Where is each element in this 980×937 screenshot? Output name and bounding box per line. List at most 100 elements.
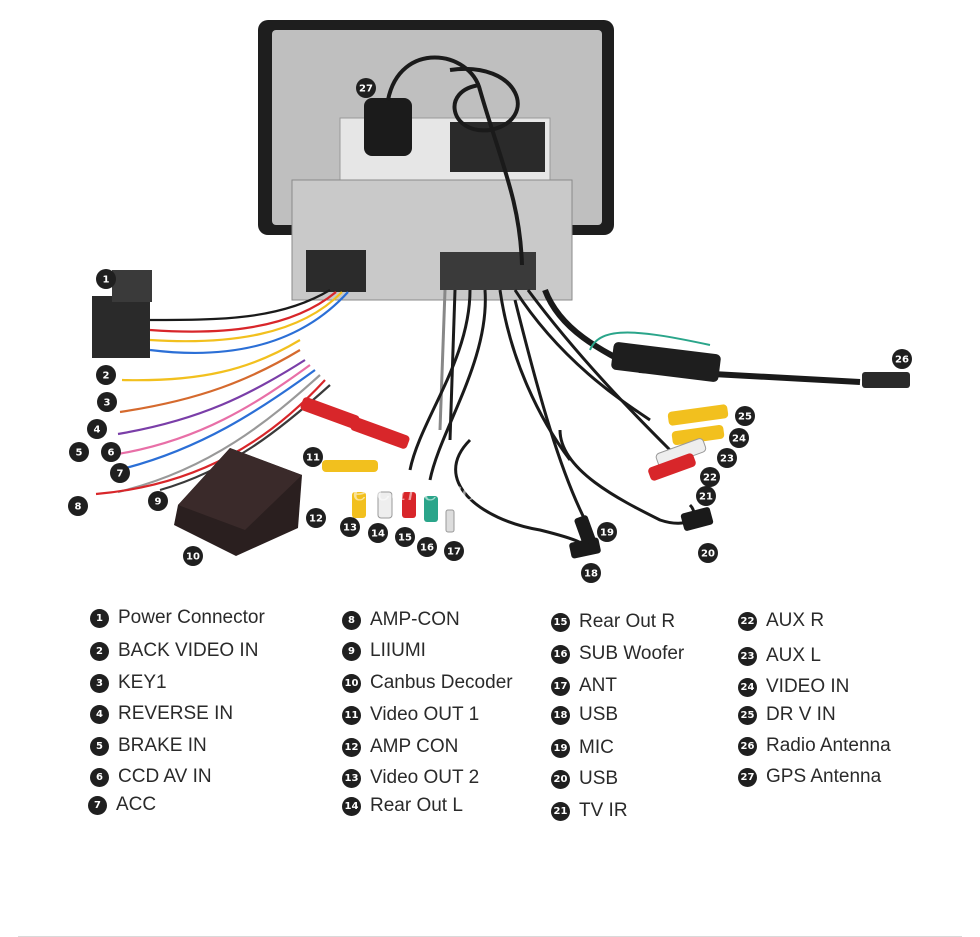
legend-label: AMP CON (370, 736, 459, 757)
legend-badge: 18 (551, 705, 570, 725)
rca-plugs-right (648, 404, 729, 481)
watermark: Seicane.com (335, 477, 502, 507)
diagram-marker-number: 19 (600, 528, 614, 539)
legend-badge: 2 (90, 641, 109, 661)
diagram-marker-number: 9 (155, 497, 162, 508)
diagram-marker-number: 11 (306, 453, 320, 464)
legend-badge: 6 (90, 767, 109, 787)
legend-label: Power Connector (118, 607, 265, 628)
diagram-marker-circle (306, 508, 326, 528)
legend-label: DR V IN (766, 704, 836, 725)
legend-item-8: 8 AMP-CON (342, 609, 460, 631)
diagram-marker-number: 12 (309, 514, 323, 525)
legend-badge: 26 (738, 736, 757, 756)
legend-badge: 23 (738, 646, 757, 666)
legend-badge: 3 (90, 673, 109, 693)
diagram-marker-number: 6 (108, 448, 115, 459)
legend-badge: 10 (342, 673, 361, 693)
diagram-marker-10: 10 (183, 546, 203, 566)
diagram-marker-number: 5 (76, 448, 83, 459)
legend-label: LIIUMI (370, 640, 426, 661)
diagram-marker-circle (110, 463, 130, 483)
diagram-marker-circle (696, 486, 716, 506)
diagram-marker-circle (87, 419, 107, 439)
diagram-marker-number: 13 (343, 523, 357, 534)
legend-badge: 15 (551, 612, 570, 632)
power-connector (92, 270, 152, 358)
diagram-marker-circle (356, 78, 376, 98)
diagram-marker-number: 14 (371, 529, 385, 540)
diagram-marker-13: 13 (340, 517, 360, 537)
legend-badge: 16 (551, 644, 570, 664)
power-connector-top (112, 270, 152, 302)
diagram-marker-27: 27 (356, 78, 376, 98)
legend-label: AUX L (766, 645, 821, 666)
legend-badge: 25 (738, 705, 757, 725)
diagram-marker-16: 16 (417, 537, 437, 557)
diagram-marker-19: 19 (597, 522, 617, 542)
rca-cables-center (408, 289, 672, 481)
legend-label: Canbus Decoder (370, 672, 513, 693)
diagram-marker-number: 26 (895, 355, 909, 366)
legend-badge: 8 (342, 610, 361, 630)
diagram-marker-circle (395, 527, 415, 547)
diagram-marker-8: 8 (68, 496, 88, 516)
diagram-marker-circle (183, 546, 203, 566)
radio-antenna-green-wire (589, 331, 711, 351)
diagram-marker-number: 22 (703, 473, 717, 484)
diagram-marker-circle (340, 517, 360, 537)
diagram-marker-4: 4 (87, 419, 107, 439)
legend-badge: 1 (90, 608, 109, 628)
legend-label: BRAKE IN (118, 735, 207, 756)
diagram-marker-number: 23 (720, 454, 734, 465)
diagram-marker-circle (581, 563, 601, 583)
usb-plug-left (569, 537, 601, 559)
rca-plugs-left (300, 397, 455, 533)
legend-item-10: 10 Canbus Decoder (342, 672, 513, 694)
legend-badge: 22 (738, 611, 757, 631)
diagram-marker-circle (68, 496, 88, 516)
diagram-marker-circle (97, 392, 117, 412)
diagram-marker-circle (96, 269, 116, 289)
diagram-marker-2: 2 (96, 365, 116, 385)
head-unit (258, 20, 614, 301)
diagram-marker-7: 7 (110, 463, 130, 483)
legend-badge: 12 (342, 737, 361, 757)
diagram-marker-9: 9 (148, 491, 168, 511)
legend-label: AMP-CON (370, 609, 460, 630)
diagram-marker-number: 2 (103, 371, 110, 382)
legend-label: CCD AV IN (118, 766, 212, 787)
usb-plug-right (680, 507, 714, 531)
diagram-marker-20: 20 (698, 543, 718, 563)
legend-badge: 24 (738, 677, 757, 697)
diagram-marker-number: 15 (398, 533, 412, 544)
mic-cable (513, 299, 587, 521)
diagram-marker-number: 17 (447, 547, 461, 558)
diagram-marker-circle (148, 491, 168, 511)
diagram-marker-circle (368, 523, 388, 543)
diagram-marker-18: 18 (581, 563, 601, 583)
diagram-marker-circle (698, 543, 718, 563)
diagram-marker-21: 21 (696, 486, 716, 506)
radio-antenna-plug (862, 372, 910, 388)
diagram-marker-number: 24 (732, 434, 746, 445)
diagram-marker-circle (96, 365, 116, 385)
diagram-marker-6: 6 (101, 442, 121, 462)
diagram-marker-5: 5 (69, 442, 89, 462)
legend-label: USB (579, 704, 619, 725)
legend-badge: 9 (342, 641, 361, 661)
legend-badge: 19 (551, 738, 570, 758)
legend-label: ACC (116, 794, 157, 815)
legend-item-23: 23 AUX L (738, 645, 821, 667)
legend-badge: 11 (342, 705, 361, 725)
legend-item-18: 18 USB (551, 704, 618, 726)
diagram-marker-circle (597, 522, 617, 542)
legend-badge: 13 (342, 768, 361, 788)
diagram-marker-3: 3 (97, 392, 117, 412)
